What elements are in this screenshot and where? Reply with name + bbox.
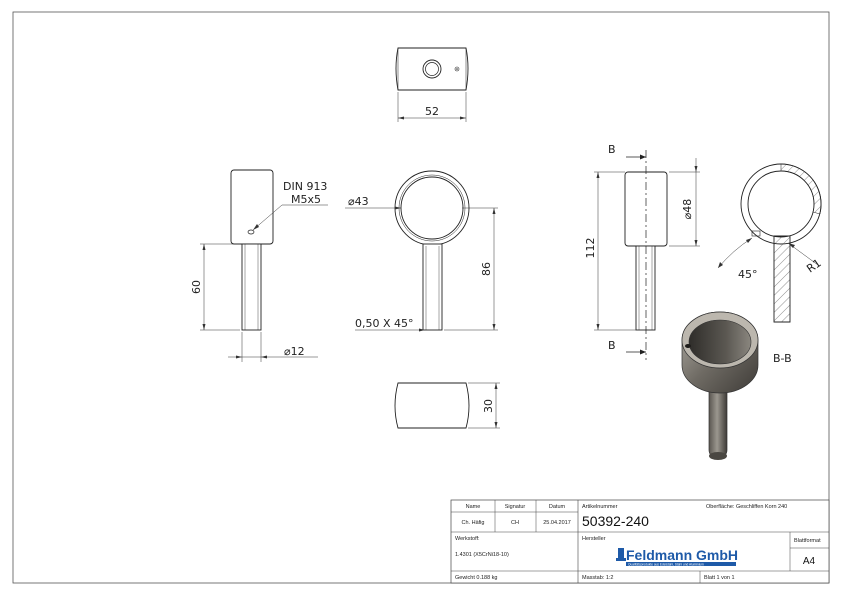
logo-subline: Qualitätsprodukte aus Edelstahl, Stahl u…: [628, 562, 704, 566]
section-b-bottom: B: [608, 339, 616, 352]
iso-render: [681, 311, 759, 460]
tb-col-name: Name: [466, 504, 481, 510]
tb-werkstoff-label: Werkstoff:: [455, 536, 480, 542]
bottom-view: 30: [394, 382, 500, 429]
tb-blattformat-label: Blattformat: [794, 538, 821, 544]
tb-werkstoff: 1.4301 (X5CrNi18-10): [455, 552, 509, 558]
dim-section-dia: ⌀48: [681, 199, 694, 220]
section-b-top: B: [608, 143, 616, 156]
dim-total-height: 86: [480, 262, 493, 276]
tb-row-name: Ch. Häfig: [462, 520, 485, 526]
dim-ring-dia: ⌀43: [348, 195, 369, 208]
logo-brand-text: Feldmann GmbH: [626, 547, 738, 563]
dim-top-width: 52: [425, 105, 439, 118]
dim-angle: 45°: [738, 268, 758, 281]
tb-artikelnummer-label: Artikelnummer: [582, 504, 618, 510]
feldmann-logo: Feldmann GmbH Qualitätsprodukte aus Edel…: [616, 547, 738, 566]
dim-pin-length: 60: [190, 280, 203, 294]
dim-radius: R1: [804, 256, 823, 275]
front-view: ⌀43 86 0,50 X 45°: [345, 170, 498, 332]
tb-blatt: Blatt 1 von 1: [704, 575, 735, 581]
tb-row-signatur: CH: [511, 520, 519, 526]
dim-section-height: 112: [584, 238, 597, 259]
left-view: DIN 913 M5x5 60 ⌀12: [190, 169, 328, 362]
tb-gewicht: Gewicht 0.188 kg: [455, 575, 498, 581]
tb-hersteller-label: Hersteller: [582, 536, 606, 542]
tb-col-datum: Datum: [549, 504, 566, 510]
dim-side-width: 30: [482, 399, 495, 413]
section-label: B-B: [773, 352, 792, 365]
logo-mark-icon: [618, 548, 624, 560]
tb-row-datum: 25.04.2017: [543, 520, 571, 526]
dim-pin-dia: ⌀12: [284, 345, 305, 358]
drawing-frame: [12, 11, 830, 584]
dim-din-line1: DIN 913: [283, 180, 327, 193]
title-block: Name Signatur Datum Ch. Häfig CH 25.04.2…: [450, 499, 830, 584]
top-view: 52: [395, 47, 469, 122]
dim-din-line2: M5x5: [291, 193, 321, 206]
dim-chamfer: 0,50 X 45°: [355, 317, 414, 330]
tb-blattformat: A4: [803, 556, 816, 567]
tb-massstab: Masstab: 1:2: [582, 575, 614, 581]
tb-oberflaeche: Oberfläche: Geschliffen Korn 240: [706, 504, 787, 510]
tb-artikelnummer: 50392-240: [582, 513, 649, 529]
tb-col-signatur: Signatur: [505, 504, 526, 510]
section-view: B B 112 ⌀48: [584, 143, 700, 360]
